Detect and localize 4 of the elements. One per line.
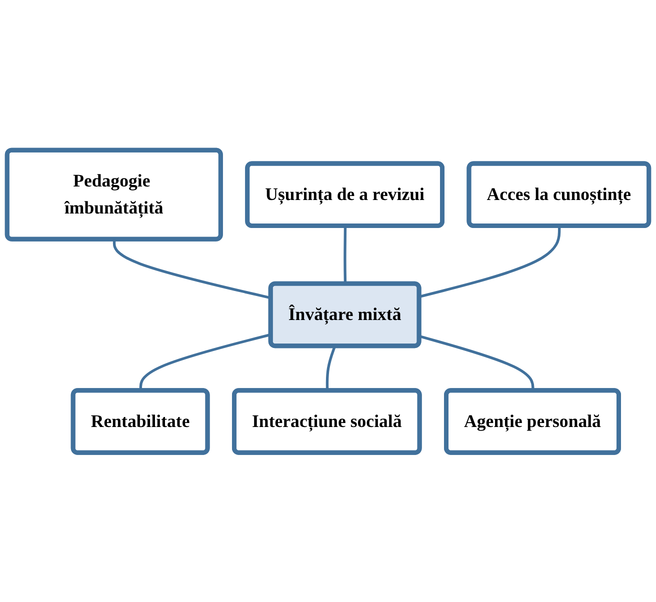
connector (419, 226, 561, 298)
connector (419, 334, 534, 390)
connector (326, 345, 336, 390)
connector (344, 226, 347, 284)
